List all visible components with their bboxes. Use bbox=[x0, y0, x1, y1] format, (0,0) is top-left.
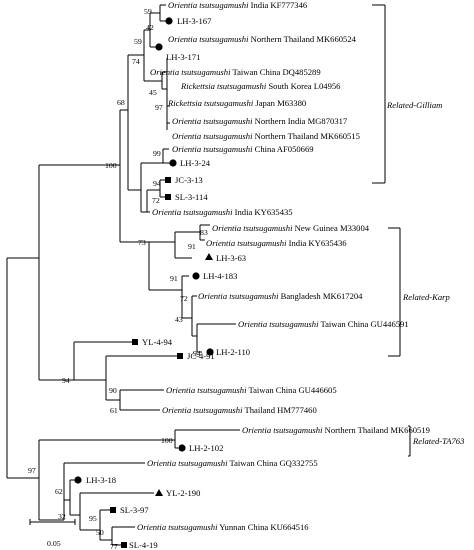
bootstrap-value: 61 bbox=[110, 406, 118, 415]
taxon-kf777346: Orientia tsutsugamushi India KF777346 bbox=[168, 0, 308, 10]
square-marker bbox=[165, 177, 171, 183]
taxon-sl3114: SL-3-114 bbox=[175, 192, 208, 202]
triangle-marker bbox=[155, 489, 163, 496]
taxon-lh2110: LH-2-110 bbox=[216, 347, 250, 357]
group-brackets: Related-Gilliam Related-Karp Related-TA7… bbox=[372, 4, 464, 457]
square-marker bbox=[110, 507, 116, 513]
square-marker bbox=[121, 542, 127, 548]
circle-marker bbox=[192, 272, 200, 280]
taxon-ky635435: Orientia tsutsugamushi India KY635435 bbox=[152, 207, 293, 217]
taxon-lh363: LH-3-63 bbox=[216, 253, 246, 263]
taxon-mk660519: Orientia tsutsugamushi Northern Thailand… bbox=[242, 425, 430, 435]
bootstrap-value: 50 bbox=[96, 528, 104, 537]
bootstrap-value: 59 bbox=[134, 37, 142, 46]
scale-bar: 0.05 bbox=[29, 519, 76, 548]
taxon-jc313: JC-3-13 bbox=[175, 175, 203, 185]
bootstrap-value: 97 bbox=[155, 103, 163, 112]
sample-markers bbox=[74, 17, 214, 548]
taxon-sl397: SL-3-97 bbox=[120, 505, 149, 515]
taxon-labels: Orientia tsutsugamushi India KF777346 LH… bbox=[86, 0, 430, 550]
bootstrap-value: 83 bbox=[200, 228, 208, 237]
bootstrap-value: 97 bbox=[28, 466, 36, 475]
taxon-af050669: Orientia tsutsugamushi China AF050669 bbox=[172, 144, 314, 154]
bootstrap-value: 72 bbox=[180, 294, 188, 303]
taxon-m63380: Rickettsia tsutsugamushi Japan M63380 bbox=[167, 98, 306, 108]
bootstrap-value: 74 bbox=[132, 57, 140, 66]
bootstrap-value: 94 bbox=[62, 376, 70, 385]
taxon-gq332755: Orientia tsutsugamushi Taiwan China GQ33… bbox=[147, 458, 318, 468]
taxon-lh324: LH-3-24 bbox=[180, 158, 211, 168]
triangle-marker bbox=[205, 253, 213, 260]
taxon-hm777460: Orientia tsutsugamushi Thailand HM777460 bbox=[162, 405, 317, 415]
tree-branches bbox=[6, 4, 240, 546]
taxon-mk660515: Orientia tsutsugamushi Northern Thailand… bbox=[172, 131, 360, 141]
taxon-mk660524: Orientia tsutsugamushi Northern Thailand… bbox=[168, 34, 357, 44]
taxon-mk617204: Orientia tsutsugamushi Bangladesh MK6172… bbox=[198, 291, 363, 301]
circle-marker bbox=[178, 444, 186, 452]
bootstrap-value: 95 bbox=[89, 514, 97, 523]
taxon-lh4183: LH-4-183 bbox=[203, 271, 237, 281]
taxon-lh318: LH-3-18 bbox=[86, 475, 116, 485]
circle-marker bbox=[206, 348, 214, 356]
taxon-lh3171: LH-3-171 bbox=[166, 52, 200, 62]
bootstrap-value: 99 bbox=[153, 149, 161, 158]
taxon-m33004: Orientia tsutsugamushi New Guinea M33004 bbox=[212, 223, 370, 233]
bootstrap-value: 100 bbox=[105, 161, 117, 170]
group-label-ta763: Related-TA763 bbox=[412, 436, 464, 446]
taxon-mg870317: Orientia tsutsugamushi Northern India MG… bbox=[172, 116, 348, 126]
taxon-gu446605: Orientia tsutsugamushi Taiwan China GU44… bbox=[166, 385, 337, 395]
bootstrap-value: 94 bbox=[193, 349, 201, 358]
taxon-yl494: YL-4-94 bbox=[142, 337, 173, 347]
taxon-lh3167: LH-3-167 bbox=[177, 16, 212, 26]
bootstrap-value: 73 bbox=[138, 238, 146, 247]
bootstrap-value: 32 bbox=[58, 512, 66, 521]
bootstrap-value: 91 bbox=[170, 274, 178, 283]
taxon-yl2190: YL-2-190 bbox=[166, 488, 200, 498]
square-marker bbox=[165, 194, 171, 200]
bootstrap-value: 77 bbox=[110, 542, 118, 550]
taxon-jc491: JC-4-91 bbox=[187, 351, 215, 361]
square-marker bbox=[132, 339, 138, 345]
bootstrap-value: 72 bbox=[152, 196, 160, 205]
bootstrap-value: 68 bbox=[117, 98, 125, 107]
bootstrap-value: 90 bbox=[109, 386, 117, 395]
bootstrap-value: 43 bbox=[175, 315, 183, 324]
taxon-ky635436: Orientia tsutsugamushi India KY635436 bbox=[206, 238, 347, 248]
bootstrap-value: 45 bbox=[149, 88, 157, 97]
taxon-gu446591: Orientia tsutsugamushi Taiwan China GU44… bbox=[238, 319, 409, 329]
bootstrap-value: 100 bbox=[161, 436, 173, 445]
square-marker bbox=[177, 353, 183, 359]
circle-marker bbox=[155, 43, 163, 51]
bootstrap-value: 91 bbox=[188, 242, 196, 251]
taxon-lh2102: LH-2-102 bbox=[189, 443, 223, 453]
taxon-l04956: Rickettsia tsutsugamushi South Korea L04… bbox=[180, 81, 341, 91]
circle-marker bbox=[165, 17, 173, 25]
group-label-gilliam: Related-Gilliam bbox=[386, 100, 442, 110]
bootstrap-value: 42 bbox=[146, 23, 154, 32]
taxon-sl419: SL-4-19 bbox=[129, 540, 158, 550]
bootstrap-values: 59 42 59 74 45 97 68 99 100 94 72 73 83 … bbox=[28, 7, 208, 550]
circle-marker bbox=[169, 159, 177, 167]
bootstrap-value: 94 bbox=[153, 179, 161, 188]
bootstrap-value: 59 bbox=[144, 7, 152, 16]
circle-marker bbox=[74, 476, 82, 484]
group-label-karp: Related-Karp bbox=[402, 292, 450, 302]
bootstrap-value: 62 bbox=[55, 487, 63, 496]
taxon-ku664516: Orientia tsutsugamushi Yunnan China KU66… bbox=[137, 522, 309, 532]
taxon-dq485289: Orientia tsutsugamushi Taiwan China DQ48… bbox=[150, 67, 321, 77]
scale-bar-label: 0.05 bbox=[47, 539, 61, 548]
